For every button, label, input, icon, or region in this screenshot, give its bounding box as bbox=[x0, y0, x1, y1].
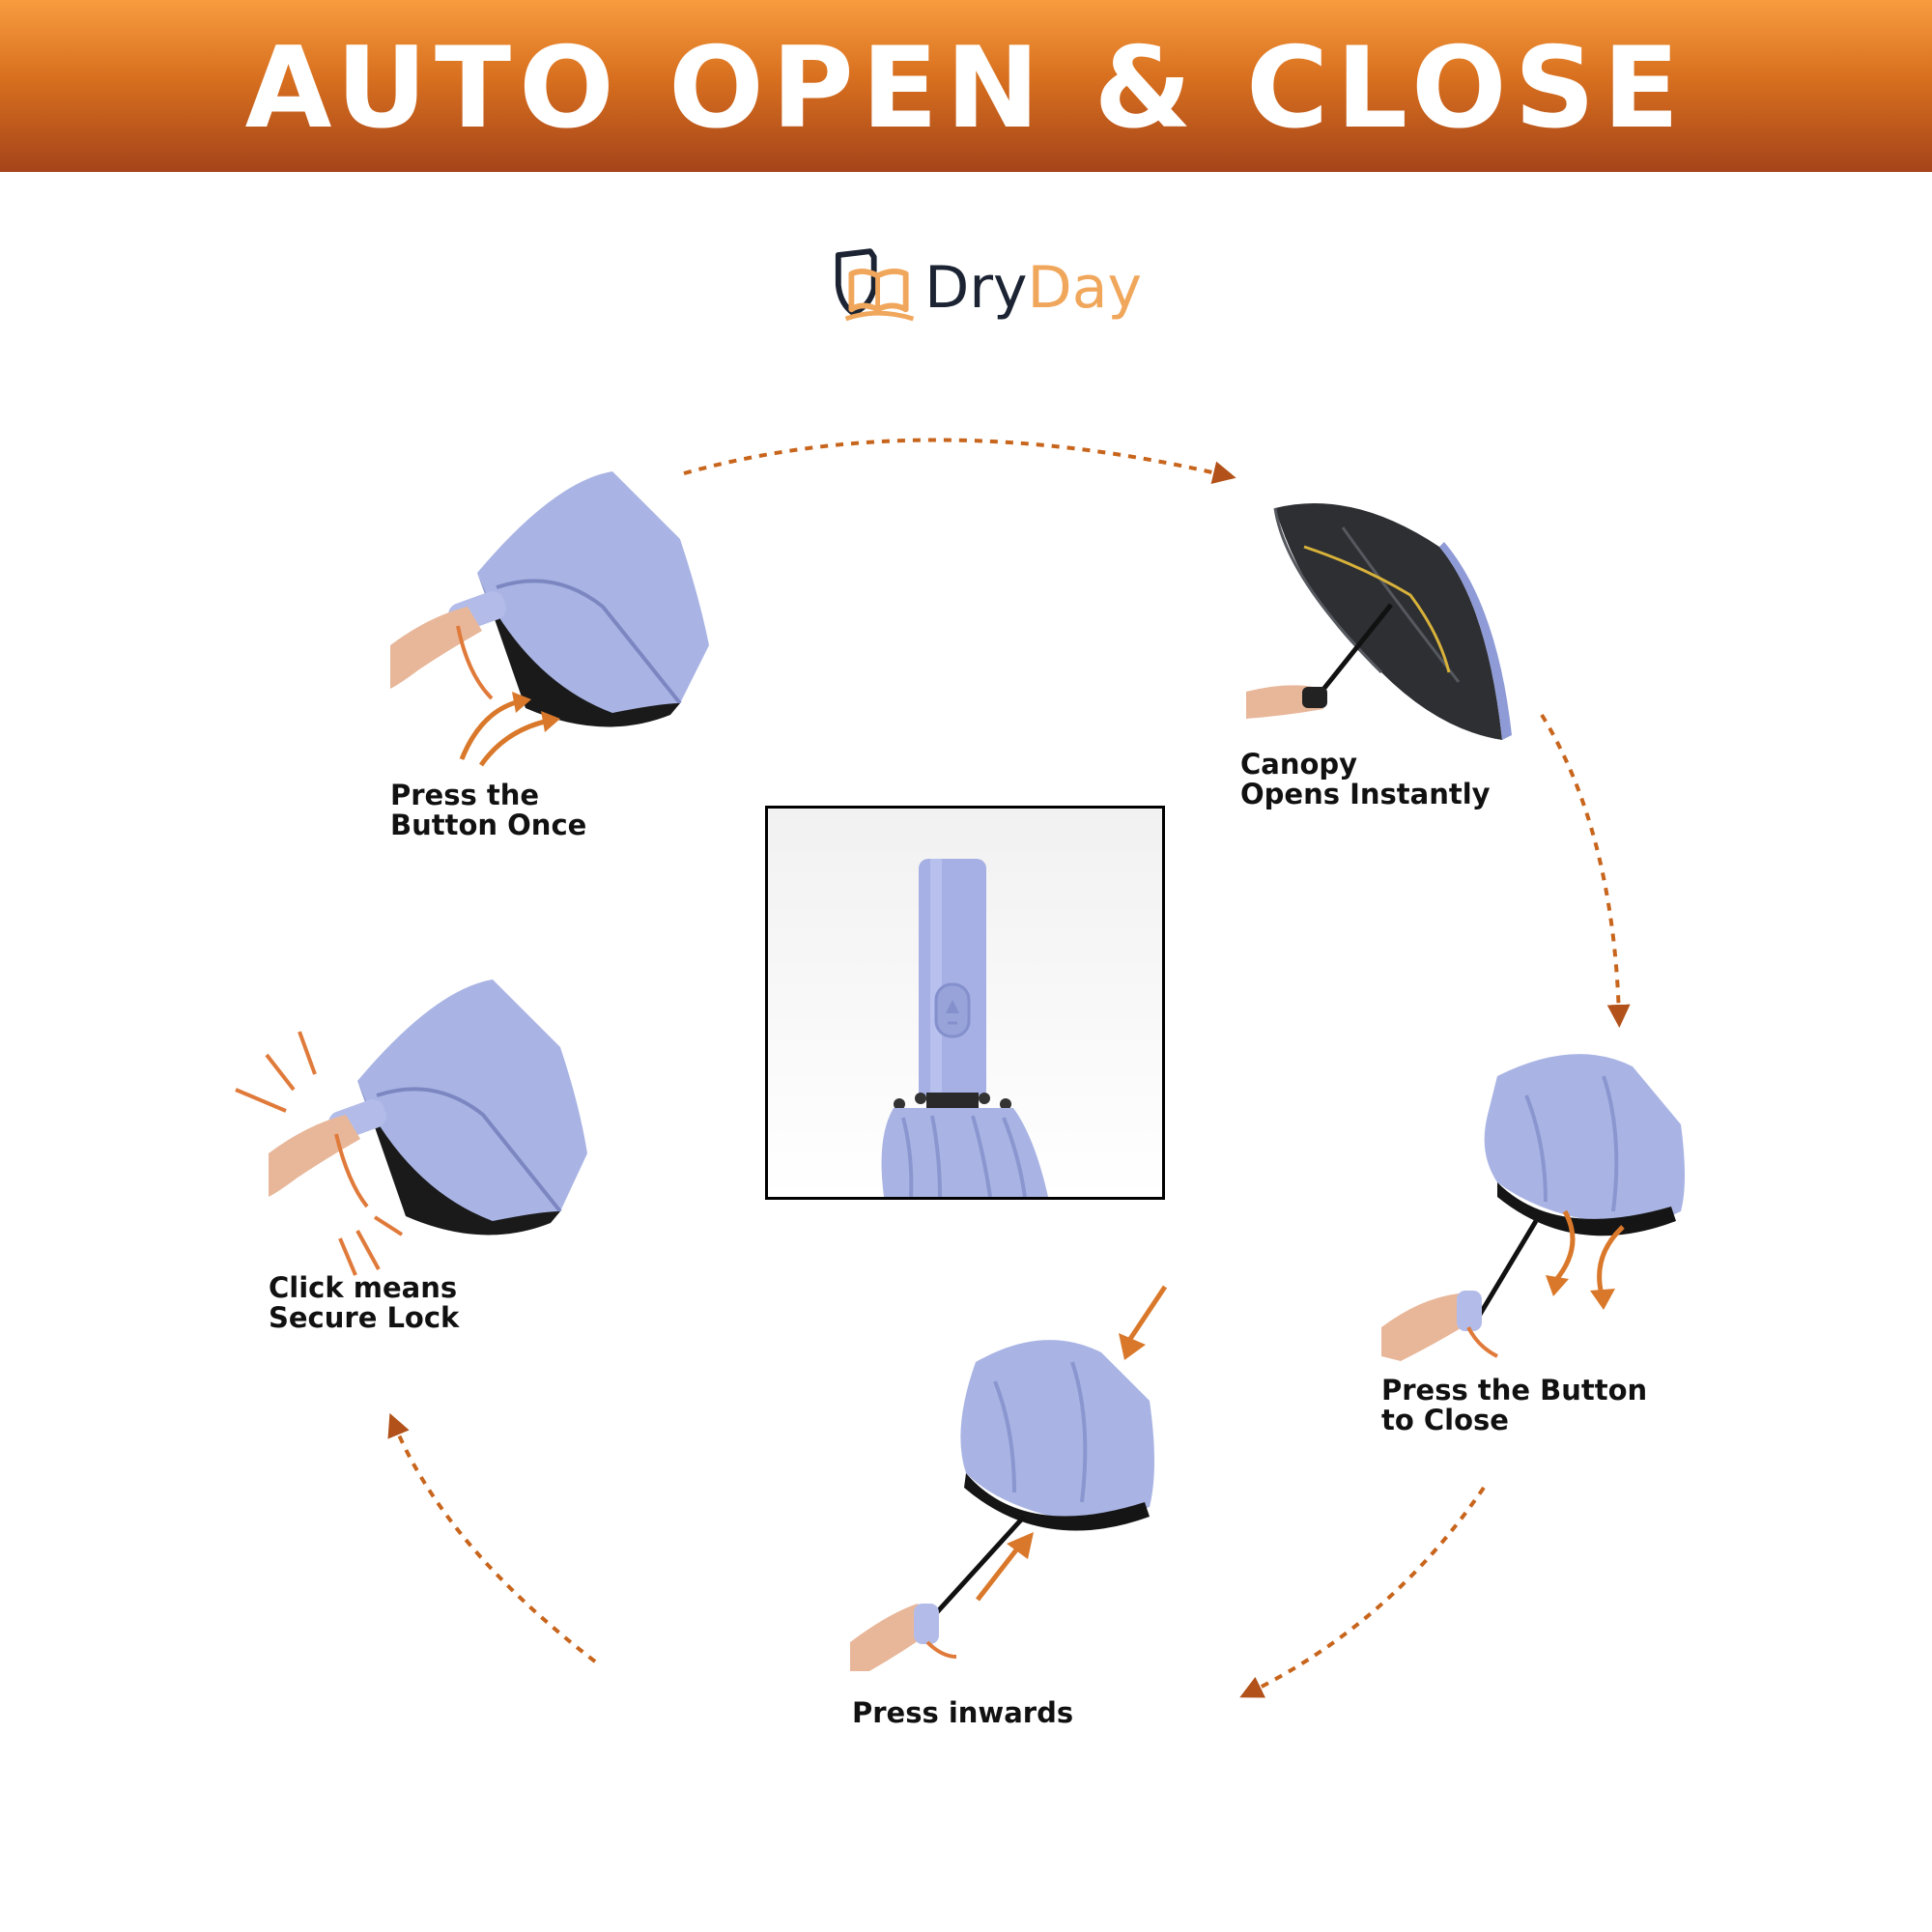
curved-arrow-icon bbox=[1119, 1285, 1168, 1360]
umbrella-handle-icon bbox=[881, 859, 1048, 1197]
caption-canopy-opens: Canopy Opens Instantly bbox=[1240, 748, 1491, 810]
caption-press-button-close: Press the Button to Close bbox=[1381, 1374, 1648, 1436]
page-title: AUTO OPEN & CLOSE bbox=[244, 23, 1688, 154]
umbrella-icon bbox=[1246, 503, 1512, 740]
dotted-cycle-arrow-icon bbox=[1239, 1486, 1486, 1698]
header-banner: AUTO OPEN & CLOSE bbox=[0, 0, 1932, 172]
brand-name: DryDay bbox=[924, 254, 1142, 322]
shield-book-logo-icon bbox=[835, 248, 915, 322]
brand-name-part1: Dry bbox=[924, 254, 1028, 322]
click-burst-icon bbox=[235, 1031, 404, 1276]
caption-press-inwards: Press inwards bbox=[852, 1696, 1074, 1729]
umbrella-icon bbox=[850, 1340, 1154, 1671]
umbrella-icon bbox=[390, 471, 709, 727]
caption-secure-lock: Click means Secure Lock bbox=[269, 1271, 460, 1334]
dotted-cycle-arrow-icon bbox=[387, 1412, 597, 1663]
step-figure-press-button-close bbox=[1381, 1037, 1690, 1366]
curved-arrow-icon bbox=[459, 692, 560, 767]
umbrella-icon bbox=[1381, 1054, 1685, 1361]
caption-press-button-once: Press the Button Once bbox=[390, 779, 587, 841]
curved-arrow-icon bbox=[1546, 1209, 1625, 1310]
step-figure-press-button-once bbox=[390, 462, 719, 771]
curved-arrow-icon bbox=[976, 1532, 1034, 1602]
product-closeup bbox=[765, 806, 1165, 1200]
dotted-cycle-arrow-icon bbox=[1540, 713, 1631, 1028]
brand-name-part2: Day bbox=[1027, 254, 1142, 322]
brand-logo: DryDay bbox=[833, 240, 1142, 336]
step-figure-canopy-opens bbox=[1246, 489, 1517, 750]
step-figure-press-inwards bbox=[850, 1285, 1169, 1671]
umbrella-icon bbox=[269, 980, 587, 1236]
step-figure-secure-lock bbox=[232, 970, 599, 1279]
dotted-cycle-arrow-icon bbox=[683, 438, 1236, 484]
